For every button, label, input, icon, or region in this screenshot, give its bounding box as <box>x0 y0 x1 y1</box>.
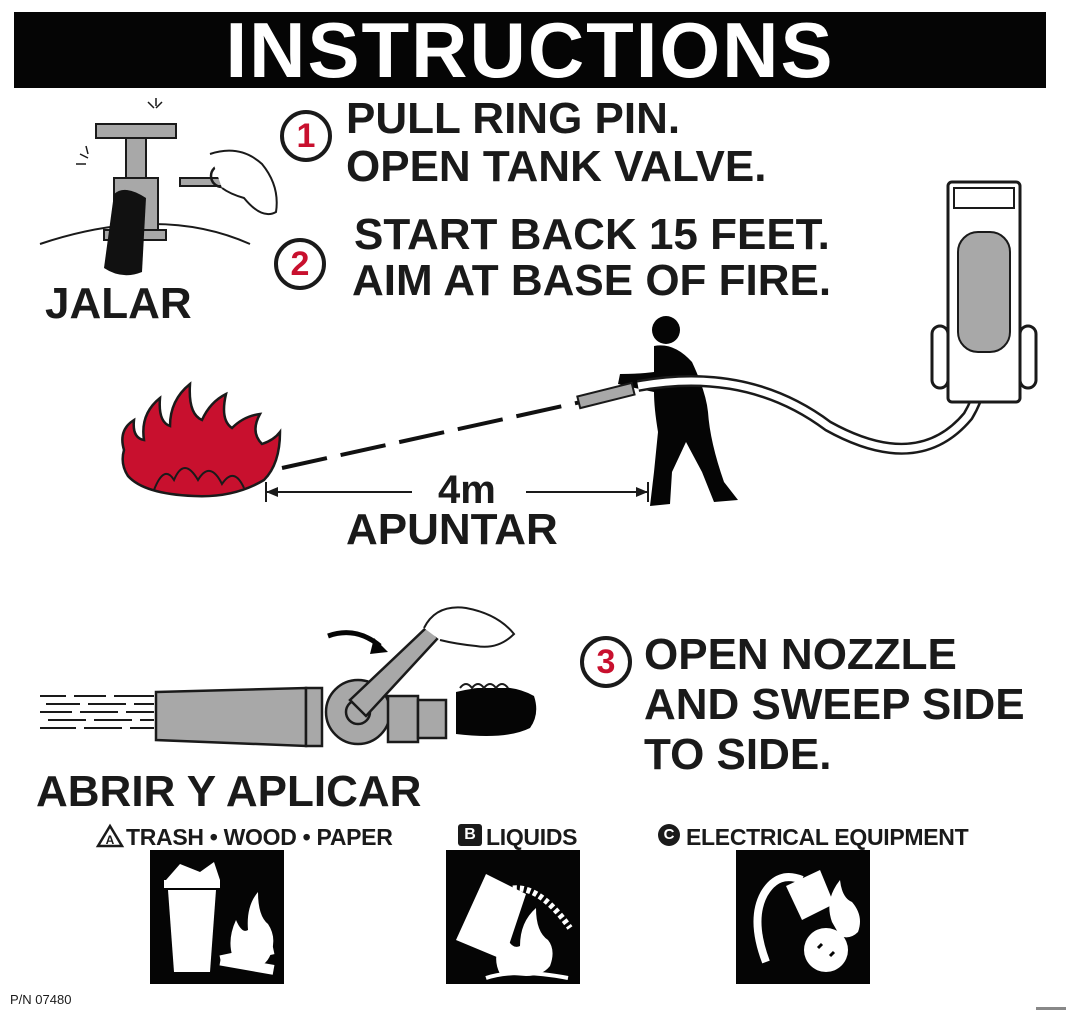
step-3-number: 3 <box>580 636 632 688</box>
pull-label-spanish: JALAR <box>45 279 192 328</box>
class-b-label: LIQUIDS <box>486 824 578 850</box>
step-1-number: 1 <box>280 110 332 162</box>
step-3-line-1: OPEN NOZZLE <box>644 630 957 679</box>
electrical-fire-icon <box>753 870 860 972</box>
distance-arrow <box>265 482 649 502</box>
step-2-line-1: START BACK 15 FEET. <box>354 210 830 259</box>
corner-mark <box>1036 1007 1066 1010</box>
step-1-line-1: PULL RING PIN. <box>346 94 681 143</box>
triangle-a-icon: A <box>95 823 125 848</box>
apply-label-spanish: ABRIR Y APLICAR <box>36 767 422 816</box>
class-c-label: ELECTRICAL EQUIPMENT <box>686 824 969 850</box>
class-b-letter: B <box>464 826 476 843</box>
class-a-letter: A <box>106 833 115 847</box>
fire-icon <box>121 381 282 498</box>
page-title: INSTRUCTIONS <box>225 6 835 94</box>
step-2-line-2: AIM AT BASE OF FIRE. <box>352 256 832 305</box>
class-a-icon-box <box>150 850 284 984</box>
hose-and-cart-illustration <box>636 180 1038 455</box>
step-1-line-2: OPEN TANK VALVE. <box>346 142 767 191</box>
distance-value: 4m <box>438 468 496 512</box>
liquid-fire-icon <box>456 874 573 980</box>
aim-label-spanish: APUNTAR <box>346 505 558 554</box>
trash-fire-icon <box>164 862 275 975</box>
part-number: P/N 07480 <box>10 992 72 1007</box>
circle-c-icon: C <box>658 824 680 846</box>
square-b-icon: B <box>458 824 482 846</box>
valve-pull-pin-illustration <box>39 98 278 276</box>
step-2-number: 2 <box>274 238 326 290</box>
spray-stream-line <box>281 398 591 470</box>
step-3-line-3: TO SIDE. <box>644 730 832 779</box>
class-b-icon-box <box>446 850 580 984</box>
class-a-label: TRASH • WOOD • PAPER <box>126 824 393 850</box>
title-banner: INSTRUCTIONS <box>14 6 1046 94</box>
class-c-icon-box <box>736 850 870 984</box>
step-3-line-2: AND SWEEP SIDE <box>644 680 1025 729</box>
class-c-letter: C <box>663 826 675 843</box>
nozzle-open-illustration <box>40 606 537 748</box>
